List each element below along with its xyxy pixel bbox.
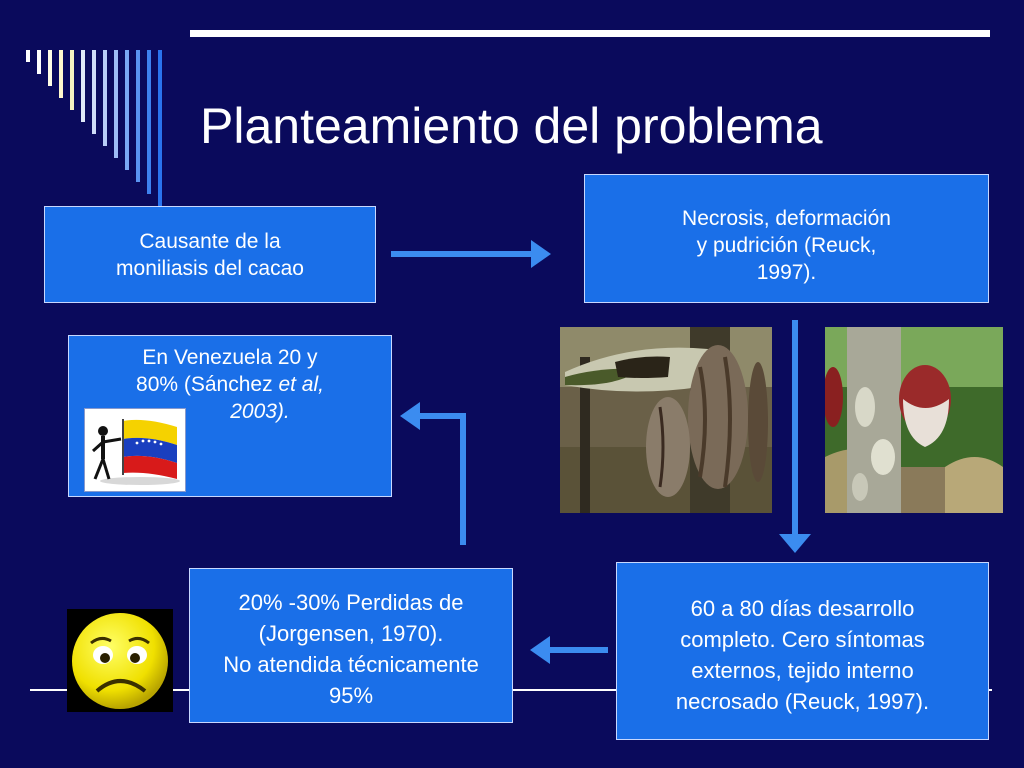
venezuela-line-1: En Venezuela 20 y: [142, 346, 318, 369]
development-line-2: completo. Cero síntomas: [680, 627, 925, 652]
cause-line-2: moniliasis del cacao: [116, 257, 304, 280]
development-line-1: 60 a 80 días desarrollo: [690, 596, 915, 621]
development-box: 60 a 80 días desarrollo completo. Cero s…: [616, 562, 989, 740]
slide-title: Planteamiento del problema: [200, 98, 823, 154]
losses-line-2: (Jorgensen, 1970).: [258, 621, 444, 646]
necrosis-box: Necrosis, deformación y pudrición (Reuck…: [584, 174, 989, 303]
venezuela-line-2b: et al,: [278, 373, 324, 396]
development-line-4: necrosado (Reuck, 1997).: [675, 689, 930, 714]
top-rule: [190, 30, 990, 37]
development-line-3: externos, tejido interno: [691, 658, 914, 683]
person-with-flag-icon: [84, 408, 186, 492]
losses-line-1: 20% -30% Perdidas de: [238, 590, 464, 615]
cacao-pod-photo: [560, 327, 772, 513]
cause-line-1: Causante de la: [139, 230, 281, 253]
sad-face-icon: [67, 609, 173, 712]
venezuela-line-3: 2003).: [230, 400, 290, 423]
venezuela-line-2a: 80% (Sánchez: [136, 373, 279, 396]
necrosis-line-2: y pudrición (Reuck,: [696, 234, 877, 257]
necrosis-line-3: 1997).: [756, 261, 817, 284]
venezuela-line-2: 80% (Sánchez et al,: [69, 371, 391, 398]
cacao-tree-photo: [825, 327, 1003, 513]
losses-box: 20% -30% Perdidas de (Jorgensen, 1970). …: [189, 568, 513, 723]
cause-box: Causante de la moniliasis del cacao: [44, 206, 376, 303]
necrosis-line-1: Necrosis, deformación: [682, 207, 891, 230]
stripes-decoration: [26, 50, 162, 206]
losses-line-4: 95%: [328, 683, 374, 708]
losses-line-3: No atendida técnicamente: [223, 652, 479, 677]
